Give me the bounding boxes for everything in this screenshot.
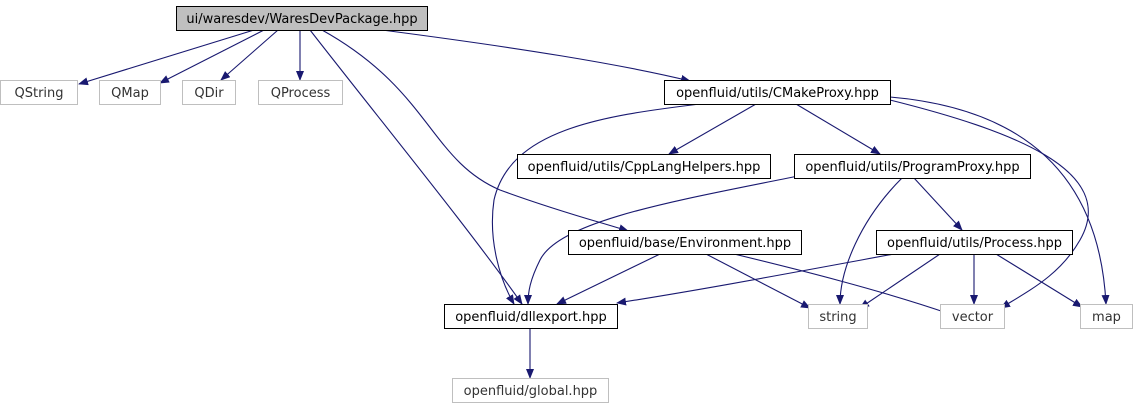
edge-programproxy-to-dllexport [524, 175, 799, 305]
edge-cmakeproxy-to-programproxy [795, 103, 881, 155]
edge-cmakeproxy-to-cpplanghelpers [668, 103, 757, 155]
node-qprocess: QProcess [258, 80, 343, 105]
node-box-qmap [99, 80, 161, 105]
edge-cmakeproxy-to-dllexport [491, 103, 701, 305]
node-box-dllexport [444, 304, 618, 329]
node-box-qdir [182, 80, 236, 105]
node-map: map [1080, 304, 1133, 329]
edge-root-to-qmap [159, 29, 265, 84]
node-label-process: openfluid/utils/Process.hpp [887, 236, 1062, 251]
edge-cmakeproxy-to-map [889, 96, 1110, 305]
node-global: openfluid/global.hpp [452, 378, 609, 403]
edge-process-to-dllexport [616, 253, 895, 306]
node-box-string [808, 304, 868, 329]
node-box-process [876, 230, 1073, 255]
node-vector: vector [940, 304, 1005, 329]
node-box-qstring [0, 80, 78, 105]
node-label-qmap: QMap [111, 86, 149, 101]
node-label-string: string [819, 310, 856, 325]
node-label-dllexport: openfluid/dllexport.hpp [455, 310, 607, 325]
node-qdir: QDir [182, 80, 236, 105]
node-process[interactable]: openfluid/utils/Process.hpp [876, 230, 1073, 255]
edge-root-to-dllexport [309, 29, 523, 305]
edges-layer [78, 29, 1110, 379]
node-root[interactable]: ui/waresdev/WaresDevPackage.hpp [176, 6, 428, 31]
edge-programproxy-to-string [836, 177, 903, 305]
node-label-qprocess: QProcess [271, 86, 331, 101]
node-box-vector [940, 304, 1005, 329]
node-label-qdir: QDir [194, 86, 224, 101]
node-label-global: openfluid/global.hpp [464, 384, 598, 399]
node-box-root [176, 6, 428, 31]
node-label-programproxy: openfluid/utils/ProgramProxy.hpp [805, 160, 1019, 175]
node-label-vector: vector [952, 310, 994, 325]
node-label-environment: openfluid/base/Environment.hpp [579, 236, 791, 251]
node-box-map [1080, 304, 1133, 329]
edge-root-to-cmakeproxy [381, 29, 691, 83]
edge-process-to-string [859, 253, 941, 309]
node-dllexport[interactable]: openfluid/dllexport.hpp [444, 304, 618, 329]
edge-root-to-environment [321, 29, 629, 233]
node-label-cpplanghelpers: openfluid/utils/CppLangHelpers.hpp [528, 160, 761, 175]
node-box-environment [568, 230, 802, 255]
node-environment[interactable]: openfluid/base/Environment.hpp [568, 230, 802, 255]
node-box-cmakeproxy [664, 80, 891, 105]
edge-environment-to-string [705, 253, 811, 309]
node-qstring: QString [0, 80, 78, 105]
node-cmakeproxy[interactable]: openfluid/utils/CMakeProxy.hpp [664, 80, 891, 105]
edge-process-to-map [995, 253, 1083, 308]
edge-environment-to-dllexport [556, 253, 661, 305]
node-label-qstring: QString [14, 86, 63, 101]
node-box-qprocess [258, 80, 343, 105]
node-label-root: ui/waresdev/WaresDevPackage.hpp [186, 12, 417, 27]
edge-programproxy-to-process [913, 177, 963, 231]
edge-cmakeproxy-to-vector [889, 99, 1089, 309]
node-label-cmakeproxy: openfluid/utils/CMakeProxy.hpp [676, 86, 879, 101]
node-label-map: map [1092, 310, 1121, 325]
node-box-global [452, 378, 609, 403]
edge-root-to-qstring [78, 29, 255, 86]
node-string: string [808, 304, 868, 329]
edge-environment-to-vector [733, 253, 951, 315]
node-programproxy[interactable]: openfluid/utils/ProgramProxy.hpp [794, 154, 1031, 179]
node-box-cpplanghelpers [517, 154, 771, 179]
node-qmap: QMap [99, 80, 161, 105]
node-cpplanghelpers[interactable]: openfluid/utils/CppLangHelpers.hpp [517, 154, 771, 179]
node-box-programproxy [794, 154, 1031, 179]
edge-root-to-qdir [220, 29, 279, 81]
